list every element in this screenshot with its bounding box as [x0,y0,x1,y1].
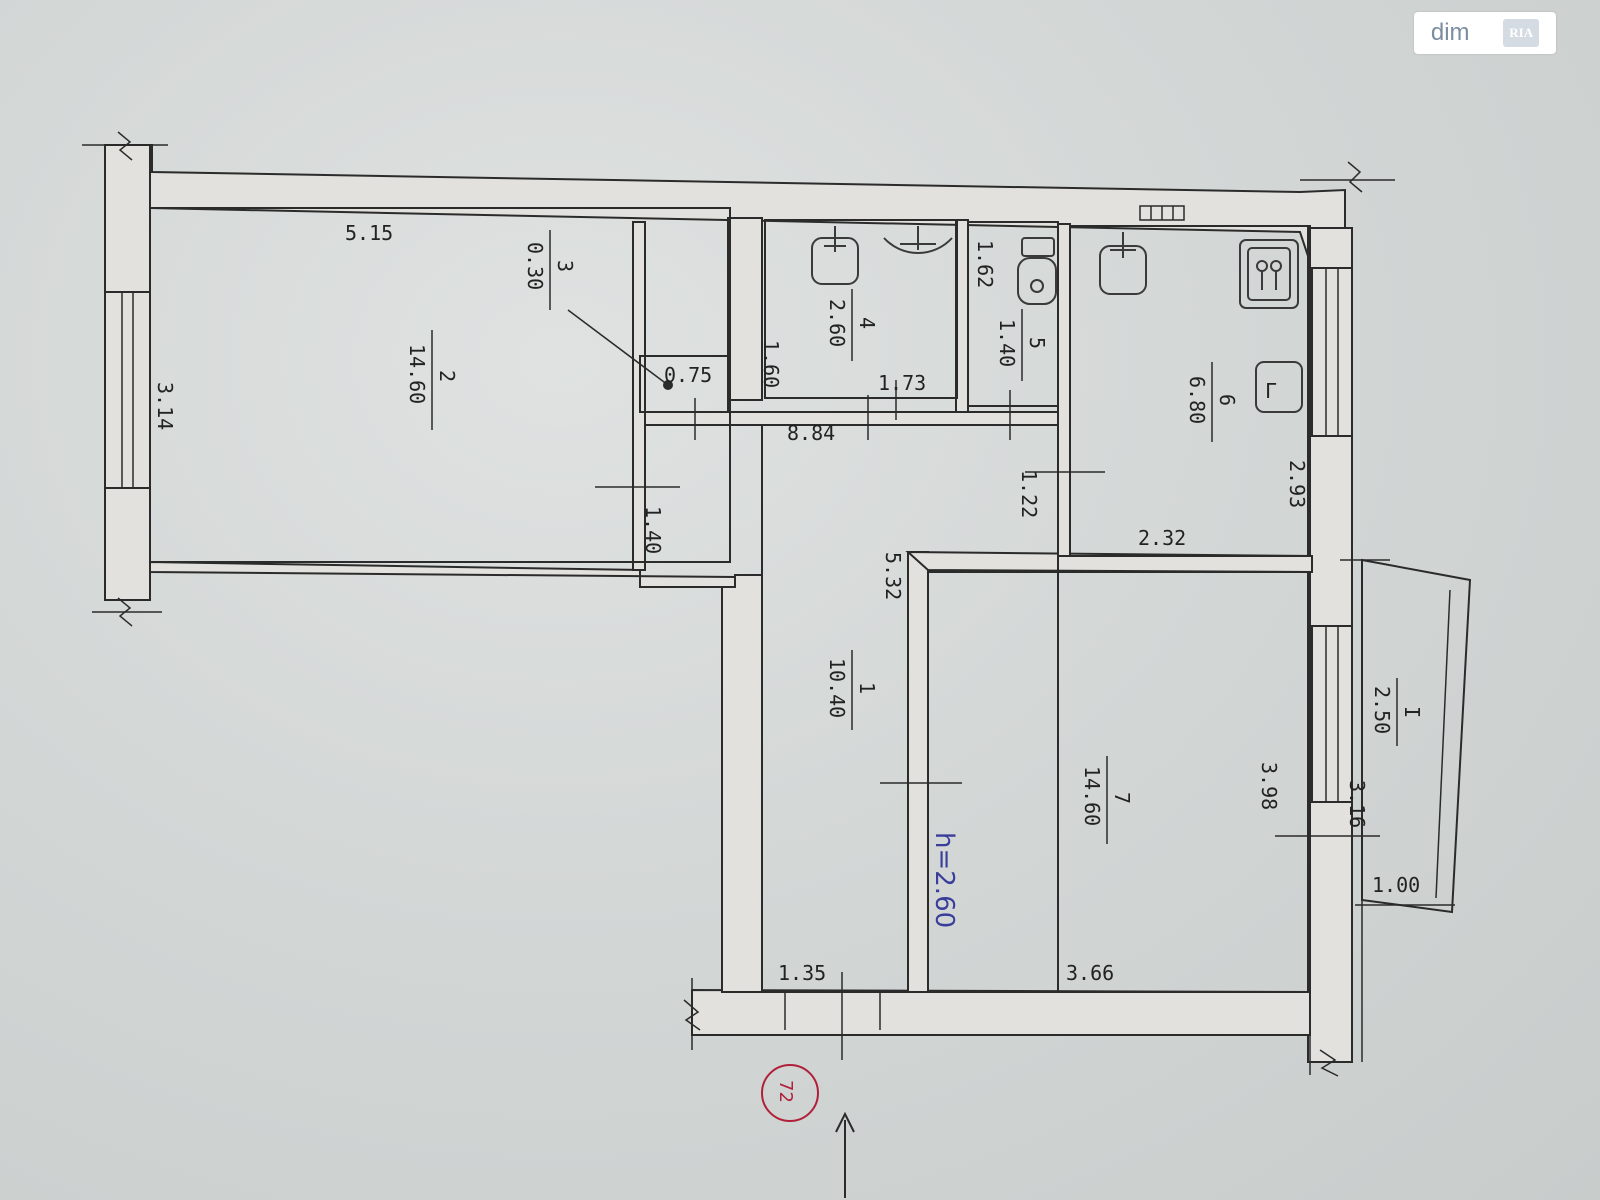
window-room-7 [1311,625,1353,803]
break-marks [82,131,1395,1077]
room-1-label: 1 10.40 [825,650,879,730]
dim-room6-depth: 2.93 [1285,460,1309,508]
room-I-number: I [1400,706,1424,718]
wall-room2-bottom [149,560,736,588]
stove-icon [1239,239,1299,309]
wall-bath-bottom [644,411,1066,426]
dim-corridor-kitchen-gap: 1.22 [1017,470,1041,518]
dimension-ticks [595,380,1455,1060]
room-5-number: 5 [1025,337,1049,349]
room-6-number: 6 [1215,394,1239,406]
window-room-2 [104,291,151,489]
room-1-number: 1 [855,682,879,694]
gas-meter-label: Г [1265,379,1277,403]
dim-room6-width: 2.32 [1138,526,1186,550]
toilet-icon [1017,237,1057,305]
watermark-logo: dim RIA [1414,12,1556,54]
ceiling-height-note: h=2.60 [929,832,959,928]
watermark-word-dim: dim [1430,19,1470,46]
room-5-label: 5 1.40 [995,309,1049,381]
dim-room7-depth: 3.98 [1257,762,1281,810]
room-4-number: 4 [855,317,879,329]
dim-room3-width: 0.75 [664,363,712,387]
room-I-label: I 2.50 [1370,678,1424,746]
gas-meter-icon [1255,361,1303,413]
entrance-arrow [835,1111,855,1198]
window-room-6 [1311,267,1353,437]
room-3-leader [567,309,669,386]
dim-corridor-width: 1.40 [641,506,665,554]
dim-room7-width: 3.66 [1066,961,1114,985]
shower-icon [883,226,953,255]
room-6-area: 6.80 [1185,376,1209,424]
wall-left [104,144,151,601]
dim-room4-width: 1.73 [878,371,926,395]
room-2-label: 2 14.60 [405,330,459,430]
wall-right [1307,227,1353,1063]
room-2-number: 2 [435,370,459,382]
wall-corridor-right [907,551,929,993]
room-4-label: 4 2.60 [825,289,879,361]
archive-stamp: 72 [761,1064,819,1122]
dim-room4-depth: 1.60 [759,340,783,388]
room-7-label: 7 14.60 [1080,756,1134,844]
room-5-outline [967,221,1059,407]
dim-room1-length: 5.32 [881,552,905,600]
room-3-outline [639,355,729,413]
vent-grille [1139,205,1185,221]
room-5-area: 1.40 [995,319,1019,367]
dim-corridor-length: 8.84 [787,421,835,445]
room-3-number: 3 [553,260,577,272]
room-4-outline [764,219,958,399]
room-3-label: 3 0.30 [523,230,577,310]
balcony-railing [1435,589,1451,899]
wall-kitchen-left [1057,223,1071,557]
balcony-outline [1361,558,1472,914]
dim-balcony-length: 3.16 [1345,780,1369,828]
room-1-area: 10.40 [825,658,849,718]
wall-room2-bath [727,217,763,401]
room-7-outline [927,571,1311,993]
watermark-word-ria: RIA [1503,19,1540,47]
dim-room5-depth: 1.62 [973,240,997,288]
stamp-number: 72 [775,1080,796,1103]
room-1-outline [761,424,1059,993]
room-4-area: 2.60 [825,299,849,347]
room-6-label: 6 6.80 [1185,362,1239,442]
dim-room2-width: 5.15 [345,221,393,245]
kitchen-sink-icon [1099,232,1147,295]
room-3-leader-dot [663,380,673,390]
room-7-area: 14.60 [1080,766,1104,826]
dim-room2-depth: 3.14 [153,382,177,430]
dim-room1-width: 1.35 [778,961,826,985]
wall-corridor-left [721,574,763,993]
room-3-area: 0.30 [523,242,547,290]
washbasin-icon [811,226,859,285]
room-7-number: 7 [1110,792,1134,804]
room-6-outline [1069,225,1311,557]
room-2-area: 14.60 [405,344,429,404]
room-I-area: 2.50 [1370,686,1394,734]
dim-balcony-width: 1.00 [1372,873,1420,897]
